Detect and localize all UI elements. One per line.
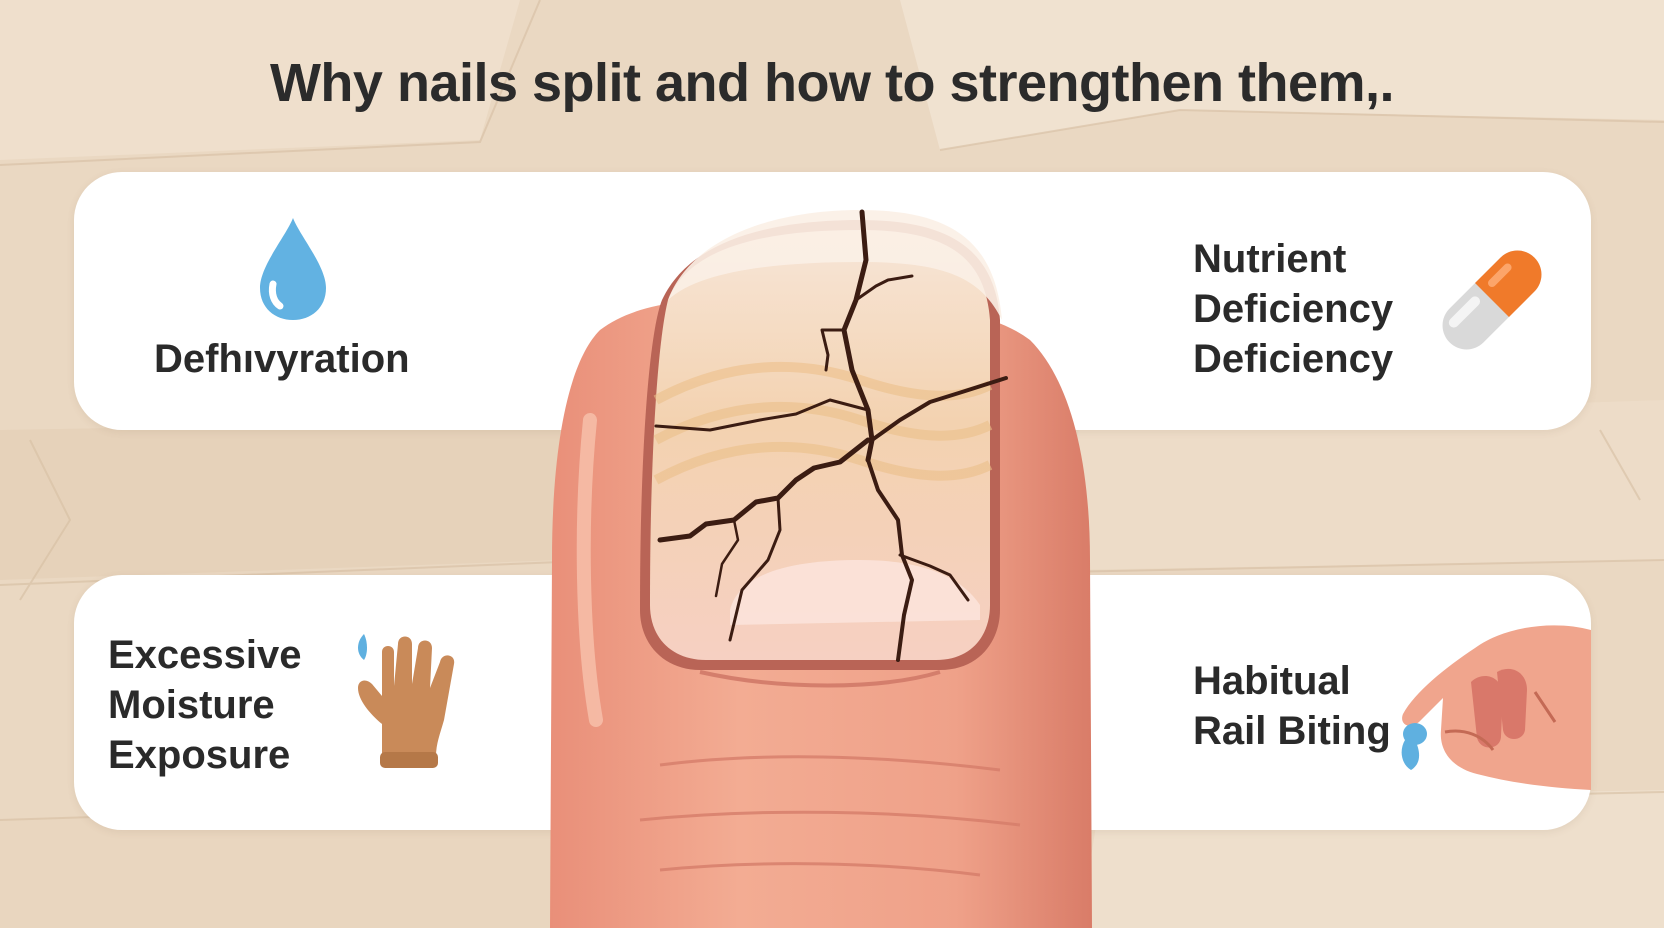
- label-habitual-biting: Habitual Rail Biting: [1193, 656, 1391, 756]
- hand-pinch-icon: [1401, 625, 1591, 790]
- page-title: Why nails split and how to strengthen th…: [269, 53, 1395, 113]
- label-line: Deficiency: [1193, 287, 1394, 331]
- label-line: Moisture: [108, 683, 275, 727]
- label-line: Rail Biting: [1193, 709, 1391, 753]
- label-line: Excessive: [108, 633, 302, 677]
- label-dehydration: Defhıvyration: [154, 337, 410, 381]
- label-line: Nutrient: [1193, 237, 1347, 281]
- label-line: Exposure: [108, 733, 291, 777]
- label-excessive-moisture: Excessive Moisture Exposure: [108, 630, 302, 780]
- label-line: Deficiency: [1193, 337, 1394, 381]
- label-nutrient-deficiency: Nutrient Deficiency Deficiency: [1193, 234, 1393, 384]
- capsule-icon: [1442, 250, 1542, 350]
- water-drop-icon: [260, 218, 326, 320]
- label-line: Habitual: [1193, 659, 1351, 703]
- glove-icon: [358, 634, 455, 768]
